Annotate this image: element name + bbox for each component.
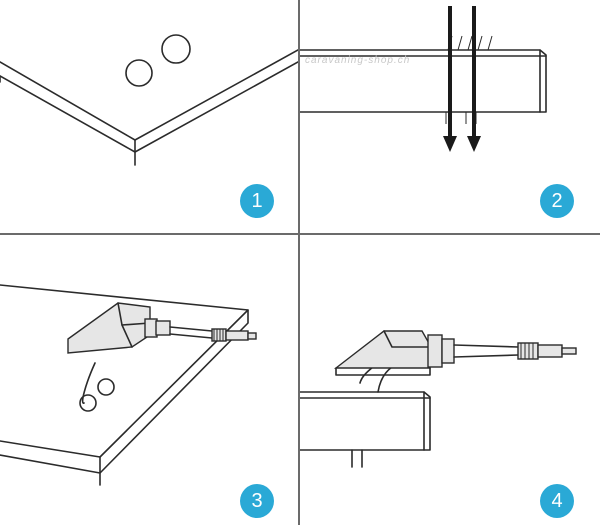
step-2-panel: caravaning-shop.ch 2: [300, 0, 600, 233]
drill-arrow-icon: [443, 6, 457, 152]
step-badge: 2: [540, 184, 574, 218]
step-3-panel: 3: [0, 235, 298, 525]
step-badge: 1: [240, 184, 274, 218]
cable-connector: [517, 342, 577, 360]
panel-divider-horizontal: [0, 233, 600, 235]
drill-hole-mark: [125, 59, 153, 87]
cable-connector: [211, 328, 257, 342]
step-4-illustration: [300, 330, 577, 468]
step-3-illustration: [0, 284, 257, 486]
drill-hole-mark: [97, 378, 115, 396]
step-1-panel: 1: [0, 0, 298, 233]
step-badge: 4: [540, 484, 574, 518]
drill-hole-mark: [161, 34, 191, 64]
step-1-illustration: [0, 34, 298, 166]
watermark-text: caravaning-shop.ch: [305, 55, 411, 66]
step-2-illustration: [300, 6, 547, 152]
drill-arrow-icon: [467, 6, 481, 152]
cable-gland-housing: [333, 330, 455, 376]
panel-divider-vertical: [298, 0, 300, 525]
step-4-panel: 4: [300, 235, 600, 525]
drill-hole-mark: [79, 394, 97, 412]
cable-gland-housing: [67, 302, 171, 354]
step-badge: 3: [240, 484, 274, 518]
